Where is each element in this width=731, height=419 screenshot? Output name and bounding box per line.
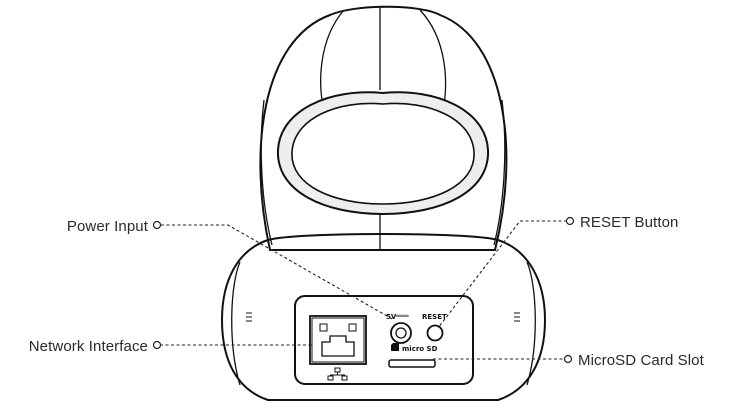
micro-sd-label: micro SD <box>402 345 438 353</box>
microsd-slot-marker <box>563 354 573 364</box>
ethernet-led-right <box>348 323 357 332</box>
ethernet-socket <box>321 335 355 357</box>
base-seam-left <box>231 261 241 386</box>
power-input-leader <box>161 224 395 321</box>
power-port-pin <box>395 327 407 339</box>
reset-button-marker <box>565 216 575 226</box>
camera-head <box>259 5 508 251</box>
camera-base-shell <box>220 233 547 401</box>
reset-button <box>426 324 444 342</box>
power-port-label: 5V <box>386 313 397 321</box>
leader-lines <box>152 216 575 364</box>
base-seam-right <box>526 261 536 386</box>
camera-head-shell <box>259 5 508 251</box>
network-icon <box>327 367 348 381</box>
vent-marks-left <box>246 312 252 322</box>
microsd-card-slot-label: MicroSD Card Slot <box>578 352 705 369</box>
network-interface-marker <box>152 340 162 350</box>
power-input-marker <box>152 220 162 230</box>
ethernet-led-left <box>319 323 328 332</box>
micro-sd-slot <box>388 359 436 368</box>
head-seam-side-right <box>493 99 506 246</box>
ethernet-port <box>309 315 367 381</box>
camera-base: 5V ═══ RESET micro SD <box>220 233 547 401</box>
lens-face <box>291 102 475 205</box>
vent-marks-right <box>514 312 520 322</box>
head-seam-side-left <box>260 99 273 246</box>
reset-button-leader <box>437 220 567 329</box>
reset-button-label: RESET Button <box>580 214 678 231</box>
power-input-label: Power Input <box>67 218 149 235</box>
reset-port-label: RESET <box>422 313 447 321</box>
dc-symbol: ═══ <box>395 312 409 320</box>
network-interface-label: Network Interface <box>29 338 148 355</box>
sd-card-icon <box>391 343 399 351</box>
